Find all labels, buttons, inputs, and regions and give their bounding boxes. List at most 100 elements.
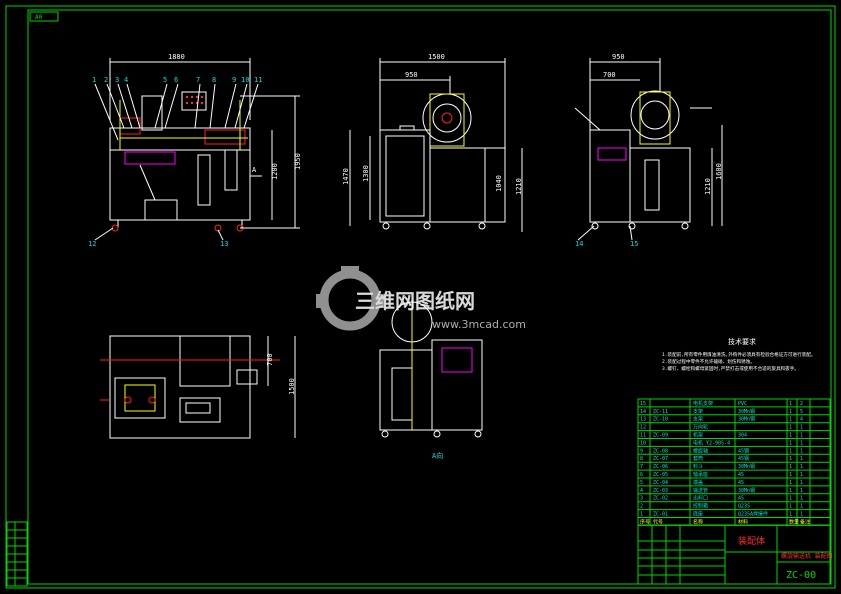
- title-block-subtitle: 螺旋输送机 装配图: [781, 552, 833, 560]
- watermark-url: www.3mcad.com: [432, 318, 526, 331]
- dim-right-height-b: 1600: [715, 163, 723, 180]
- bom-cell-no: 13: [640, 417, 646, 423]
- bom-cell-name: 机架: [693, 432, 703, 439]
- balloon-12: 12: [88, 240, 96, 248]
- bom-cell-code: ZC-09: [653, 433, 668, 439]
- bom-cell-qty: 1: [789, 496, 792, 502]
- section-label: A向: [432, 451, 443, 460]
- bom-cell-mass: 1: [800, 488, 803, 494]
- bom-cell-name: 出料口: [693, 495, 708, 502]
- corner-tag: [29, 11, 59, 22]
- bom-cell-code: ZC-03: [653, 488, 668, 494]
- section-a-view: A向: [379, 300, 483, 460]
- bom-cell-qty: 1: [789, 433, 792, 439]
- balloon-8: 8: [212, 76, 216, 84]
- bom-cell-name: 电机支架: [693, 400, 713, 407]
- bom-cell-no: 15: [640, 401, 646, 407]
- bom-cell-mass: 1: [800, 472, 803, 478]
- bom-cell-name: 套筒: [693, 455, 703, 462]
- bom-cell-qty: 1: [789, 504, 792, 510]
- balloon-11: 11: [254, 76, 262, 84]
- bom-cell-material: 45钢: [738, 447, 749, 454]
- bom-cell-mass: 1: [800, 448, 803, 454]
- side-view: [379, 93, 506, 230]
- balloon-10: 10: [241, 76, 249, 84]
- balloon-6: 6: [174, 76, 178, 84]
- bom-cell-no: 1: [640, 512, 643, 518]
- balloon-2: 2: [104, 76, 108, 84]
- bom-cell-name: 名称: [693, 518, 703, 525]
- technical-notes: 技术要求 1.装配前,所有零件用煤油清洗,外购件必须具有检验合格证方可进行装配。…: [662, 337, 815, 372]
- bom-cell-name: 控制箱: [693, 503, 708, 510]
- dim-top-height: 1500: [288, 378, 296, 395]
- title-block: 装配体 螺旋输送机 装配图 ZC-00: [637, 524, 833, 585]
- right-view: 14 15: [574, 90, 712, 248]
- bom-cell-qty: 1: [789, 480, 792, 486]
- bom-cell-qty: 1: [789, 409, 792, 415]
- bom-cell-name: 支架: [693, 408, 703, 415]
- balloon-5: 5: [163, 76, 167, 84]
- bom-cell-name: 料斗: [693, 463, 703, 470]
- bom-cell-no: 7: [640, 464, 643, 470]
- bom-cell-material: Q235A焊接件: [738, 511, 768, 518]
- bom-cell-qty: 1: [789, 472, 792, 478]
- bom-cell-material: 30Mn钢: [738, 416, 755, 423]
- bom-cell-mass: 备注: [800, 518, 810, 525]
- bom-cell-no: 6: [640, 472, 643, 478]
- dim-side-width-left: 950: [405, 71, 418, 79]
- front-view: [109, 91, 251, 232]
- bom-cell-no: 10: [640, 440, 646, 446]
- dim-side-width-total: 1500: [428, 53, 445, 61]
- bom-cell-material: 45: [738, 496, 744, 502]
- bom-cell-code: 代号: [653, 518, 663, 525]
- dim-right-width-left: 700: [603, 71, 616, 79]
- bom-cell-code: ZC-02: [653, 496, 668, 502]
- balloon-1: 1: [92, 76, 96, 84]
- bom-cell-mass: 1: [800, 512, 803, 518]
- bom-cell-name: 支架: [693, 416, 703, 423]
- balloon-13: 13: [220, 240, 228, 248]
- bom-cell-qty: 1: [789, 425, 792, 431]
- bom-cell-mass: 4: [800, 417, 803, 423]
- note-3: 3.螺钉、螺栓和螺母紧固时,严禁打击或使用不合适的旋具和扳手。: [662, 365, 799, 372]
- balloon-14: 14: [575, 240, 583, 248]
- dim-front-height-mid: 1200: [271, 163, 279, 180]
- bom-cell-mass: 1: [800, 480, 803, 486]
- bom-cell-qty: 1: [789, 448, 792, 454]
- bom-cell-no: 3: [640, 496, 643, 502]
- bom-cell-material: 45: [738, 472, 744, 478]
- top-view: [100, 335, 280, 439]
- right-dimensions: 950 700 1210 1600: [589, 53, 723, 226]
- balloon-9: 9: [232, 76, 236, 84]
- bom-cell-name: 螺旋轴: [693, 447, 708, 454]
- dim-front-height-total: 1950: [294, 153, 302, 170]
- bom-cell-name: 输送管: [693, 487, 708, 494]
- bom-cell-no: 9: [640, 448, 643, 454]
- view-marker-a: A: [252, 166, 257, 174]
- bom-cell-no: 11: [640, 433, 646, 439]
- bom-cell-code: ZC-11: [653, 409, 668, 415]
- dim-front-width: 1880: [168, 53, 185, 61]
- bom-cell-material: 30Mn钢: [738, 463, 755, 470]
- bom-cell-qty: 1: [789, 464, 792, 470]
- front-dimensions: 1880 1950 1200 A: [109, 53, 302, 229]
- bom-cell-material: 30Mn钢: [738, 408, 755, 415]
- bom-cell-no: 序号: [640, 518, 650, 525]
- bom-cell-code: ZC-05: [653, 472, 668, 478]
- bom-cell-name: 端盖: [693, 479, 703, 486]
- note-2: 2.装配过程中零件不允许磕碰、划伤和锈蚀。: [662, 358, 755, 365]
- bom-cell-material: 45: [738, 480, 744, 486]
- balloon-15: 15: [630, 240, 638, 248]
- top-dimensions: 700 1500: [266, 336, 296, 438]
- bom-cell-material: 304: [738, 433, 747, 439]
- bom-cell-mass: 1: [800, 464, 803, 470]
- front-balloons: 1 2 3 4 5 6 7 8 9 10 11 12 13: [88, 76, 262, 248]
- bom-cell-no: 4: [640, 488, 643, 494]
- balloon-7: 7: [196, 76, 200, 84]
- drawing-number: ZC-00: [786, 570, 816, 581]
- bom-cell-mass: 1: [800, 433, 803, 439]
- bom-cell-no: 8: [640, 456, 643, 462]
- bom-cell-no: 2: [640, 504, 643, 510]
- bom-cell-material: 45钢: [738, 455, 749, 462]
